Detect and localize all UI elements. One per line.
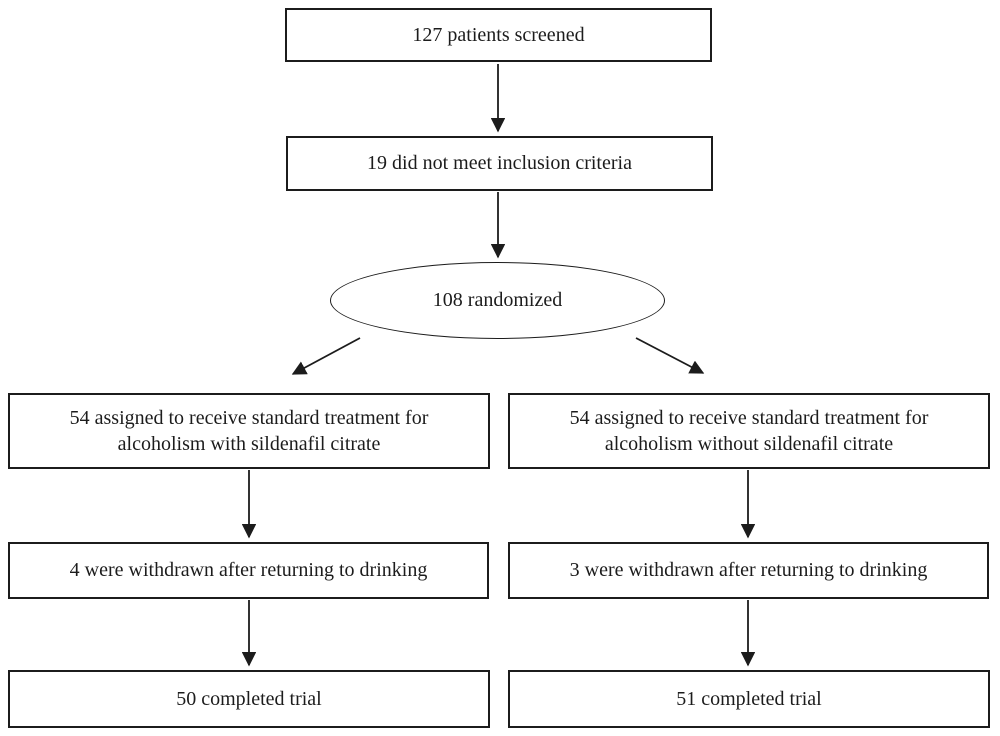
arrow-randomized-to-right-group — [635, 337, 705, 374]
node-label: 19 did not meet inclusion criteria — [367, 152, 632, 175]
node-randomized: 108 randomized — [330, 262, 665, 339]
node-assigned-with-sildenafil: 54 assigned to receive standard treatmen… — [8, 393, 490, 469]
node-label: 108 randomized — [432, 289, 563, 312]
node-label: 50 completed trial — [176, 687, 322, 710]
node-completed-with-group: 50 completed trial — [8, 670, 490, 728]
node-withdrawn-with-group: 4 were withdrawn after returning to drin… — [8, 542, 489, 599]
node-label: 54 assigned to receive standard treatmen… — [69, 406, 429, 455]
node-label: 127 patients screened — [412, 23, 585, 46]
node-label: 51 completed trial — [676, 687, 822, 710]
node-label: 4 were withdrawn after returning to drin… — [69, 559, 428, 582]
node-not-met-inclusion: 19 did not meet inclusion criteria — [286, 136, 713, 191]
node-completed-without-group: 51 completed trial — [508, 670, 990, 728]
node-patients-screened: 127 patients screened — [285, 8, 712, 62]
arrow-randomized-to-left-group — [291, 337, 361, 375]
node-assigned-without-sildenafil: 54 assigned to receive standard treatmen… — [508, 393, 990, 469]
node-label: 3 were withdrawn after returning to drin… — [569, 559, 928, 582]
node-label: 54 assigned to receive standard treatmen… — [569, 406, 929, 455]
node-withdrawn-without-group: 3 were withdrawn after returning to drin… — [508, 542, 989, 599]
